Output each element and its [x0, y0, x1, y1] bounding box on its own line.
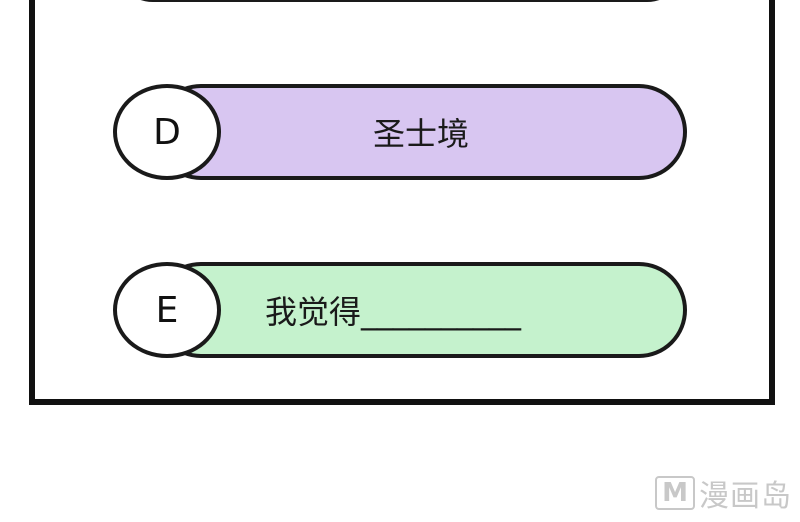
option-partial-circle	[153, 0, 183, 2]
option-e[interactable]: E 我觉得__________	[113, 262, 687, 358]
option-e-text: 我觉得__________	[265, 293, 522, 331]
option-e-letter: E	[113, 262, 221, 358]
option-d-letter: D	[113, 84, 221, 180]
option-partial-top[interactable]	[113, 0, 687, 2]
option-d[interactable]: D 圣士境	[113, 84, 687, 180]
option-d-text: 圣士境	[373, 115, 470, 153]
watermark-logo-icon: M	[655, 476, 695, 510]
option-d-pill[interactable]	[153, 84, 687, 180]
watermark: M 漫画岛	[655, 471, 792, 515]
watermark-text: 漫画岛	[699, 479, 792, 514]
